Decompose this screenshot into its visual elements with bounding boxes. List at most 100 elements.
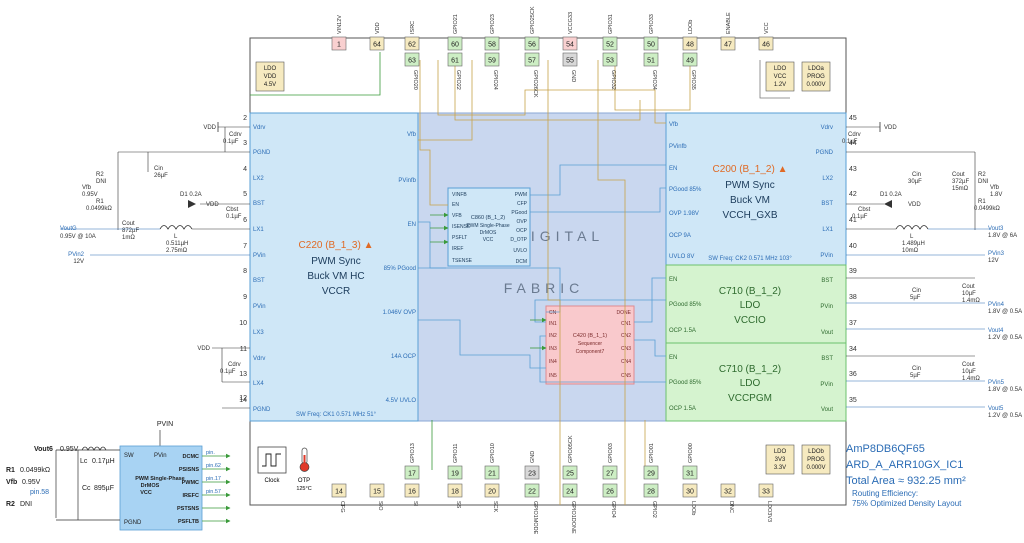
c710-vccpgm-block[interactable] — [665, 342, 847, 422]
top-pin-52[interactable] — [602, 36, 618, 51]
left-pin-number: 2 — [243, 115, 247, 122]
bottom-pin-16[interactable] — [404, 483, 420, 498]
trace-cn2-en — [634, 339, 666, 357]
right-cin5: Cin — [912, 366, 921, 372]
right-pvin3-v: 12V — [988, 258, 999, 264]
trace-gpio-c — [418, 60, 473, 141]
bottom-inner-pin-name: GPIO10 — [490, 443, 496, 463]
left-cdrv1-v: 0.1µF — [223, 139, 239, 145]
bottom-pin-28[interactable] — [643, 483, 659, 498]
c860-sub3: VCC — [483, 237, 494, 243]
top-inner-pin-63[interactable] — [404, 52, 420, 67]
bottom-inner-pin-23[interactable] — [524, 465, 540, 480]
bottom-pin-num: 26 — [606, 489, 614, 496]
top-pin-1[interactable] — [331, 36, 347, 51]
top-inner-pin-55[interactable] — [562, 52, 578, 67]
top-inner-pin-61[interactable] — [447, 52, 463, 67]
bottom-inner-pin-17[interactable] — [404, 465, 420, 480]
top-inner-pin-51[interactable] — [643, 52, 659, 67]
bottom-pin-14[interactable] — [331, 483, 347, 498]
mini-pin-link[interactable]: pin.17 — [206, 476, 221, 482]
bottom-inner-pin-19[interactable] — [447, 465, 463, 480]
top-pin-60[interactable] — [447, 36, 463, 51]
mini-pin-link[interactable]: pin.57 — [206, 489, 221, 495]
bottom-pin-18[interactable] — [447, 483, 463, 498]
bottom-inner-pin-name: GND — [530, 451, 536, 463]
ldo-box-frame[interactable] — [801, 444, 831, 475]
top-pin-62[interactable] — [404, 36, 420, 51]
top-pin-name: ISRC — [410, 21, 416, 34]
mini-cc: Cc — [82, 485, 91, 492]
block-pin-label: OCP 9A — [669, 233, 691, 239]
top-inner-pin-53[interactable] — [602, 52, 618, 67]
bottom-pin-22[interactable] — [524, 483, 540, 498]
bottom-inner-pin-31[interactable] — [682, 465, 698, 480]
otp-label: OTP — [298, 478, 310, 484]
bottom-pin-20[interactable] — [484, 483, 500, 498]
top-pin-50[interactable] — [643, 36, 659, 51]
top-inner-pin-59[interactable] — [484, 52, 500, 67]
block-pin-label: LX4 — [253, 381, 264, 387]
bottom-pin-33[interactable] — [758, 483, 774, 498]
top-pin-48[interactable] — [682, 36, 698, 51]
bottom-inner-pin-21[interactable] — [484, 465, 500, 480]
bottom-inner-pin-27[interactable] — [602, 465, 618, 480]
right-cdrv-v: 0.1µF — [842, 139, 858, 145]
top-pin-47[interactable] — [720, 36, 736, 51]
mini-pin-link[interactable]: pin. — [206, 450, 215, 456]
top-pin-name: GPIO33 — [649, 14, 655, 34]
block-pin-label: PGND — [816, 150, 834, 156]
mini-drmos-block[interactable] — [119, 445, 203, 531]
bottom-pin-15[interactable] — [369, 483, 385, 498]
bottom-inner-pin-25[interactable] — [562, 465, 578, 480]
trace-isrc — [419, 60, 448, 206]
top-pin-56[interactable] — [524, 36, 540, 51]
bottom-inner-pin-num: 25 — [566, 471, 574, 478]
top-inner-pin-name: GPIO24 — [492, 70, 498, 90]
bottom-pin-26[interactable] — [602, 483, 618, 498]
c710-vccio-block[interactable] — [665, 264, 847, 344]
bottom-pin-24[interactable] — [562, 483, 578, 498]
c860-block[interactable] — [447, 187, 531, 267]
ldo-box-frame[interactable] — [765, 444, 795, 475]
c420-block[interactable] — [545, 305, 635, 385]
left-vfb-v: 0.95V — [82, 192, 98, 198]
bottom-pin-30[interactable] — [682, 483, 698, 498]
c200-block[interactable] — [665, 112, 847, 266]
c220-block[interactable] — [249, 112, 419, 422]
top-pin-54[interactable] — [562, 36, 578, 51]
ldo-box-frame[interactable] — [255, 61, 285, 92]
c860-sub: PWM Single-Phase — [466, 223, 510, 229]
block-pin-label: TSENSE — [452, 258, 473, 264]
right-vout5: Vout5 — [988, 406, 1004, 412]
top-inner-pin-name: GPIO26CK — [532, 70, 538, 98]
top-inner-pin-57[interactable] — [524, 52, 540, 67]
ldo-box-frame[interactable] — [765, 61, 795, 92]
thermometer-icon[interactable] — [299, 447, 310, 472]
top-pin-num: 60 — [451, 42, 459, 49]
clock-icon[interactable] — [257, 446, 287, 474]
top-pin-58[interactable] — [484, 36, 500, 51]
right-cin: Cin — [912, 172, 921, 178]
mini-pin-link[interactable]: pin.62 — [206, 463, 221, 469]
mini-pin58[interactable]: pin.58 — [30, 489, 49, 496]
top-pin-46[interactable] — [758, 36, 774, 51]
ldo-box-text: LDOb — [808, 449, 824, 455]
top-pin-64[interactable] — [369, 36, 385, 51]
bottom-pin-32[interactable] — [720, 483, 736, 498]
block-pin-label: Vdrv — [253, 125, 265, 131]
block-pin-label: IN2 — [549, 333, 557, 339]
bottom-inner-pin-29[interactable] — [643, 465, 659, 480]
left-pin-number: 6 — [243, 217, 247, 224]
block-pin-label: OCP 1.5A — [669, 328, 696, 334]
ldo-box-frame[interactable] — [801, 61, 831, 92]
top-inner-pin-49[interactable] — [682, 52, 698, 67]
